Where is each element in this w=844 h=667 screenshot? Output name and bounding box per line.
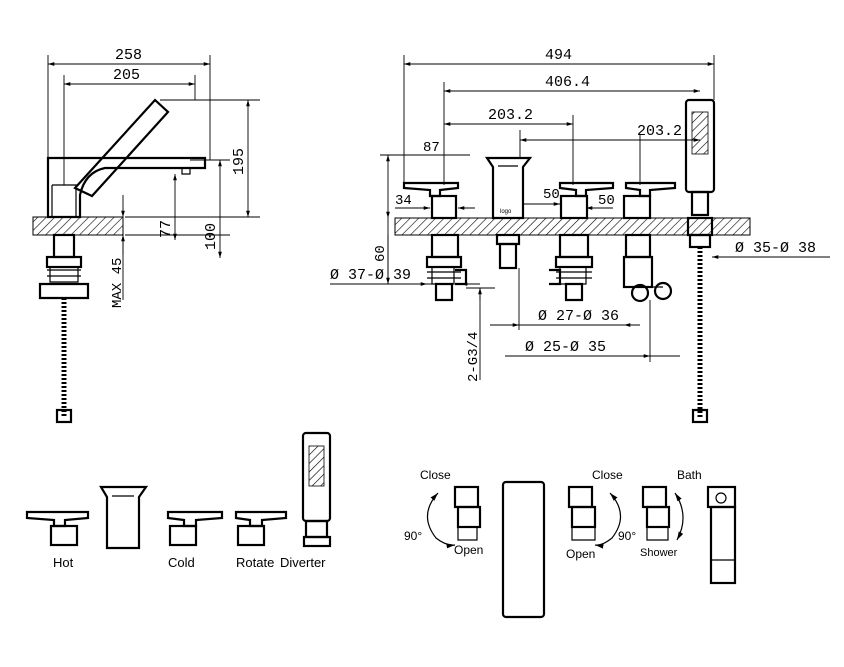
front-handles-span: 406.4 xyxy=(545,74,590,91)
side-spout-height: 100 xyxy=(203,223,220,250)
dia-valve: Ø 37-Ø 39 xyxy=(330,267,411,284)
components-row: Hot Cold Rotate Diverter xyxy=(25,431,332,570)
side-handshower xyxy=(73,98,170,198)
right-handle-top-icon xyxy=(567,485,597,541)
left-open-label: Open xyxy=(454,543,483,557)
svg-text:logo: logo xyxy=(500,209,512,215)
front-handle-depth: 34 xyxy=(395,193,412,209)
left-angle-label: 90° xyxy=(404,529,422,543)
cold-handle-icon xyxy=(166,510,224,547)
front-total: 494 xyxy=(545,47,572,64)
side-handle-height: 77 xyxy=(158,220,175,238)
front-hot-valve xyxy=(402,181,468,302)
side-max-deck: MAX 45 xyxy=(110,258,126,308)
diverter-handle-icon xyxy=(234,510,288,547)
diverter-rotation-arrow xyxy=(674,492,684,541)
dia-shower: Ø 35-Ø 38 xyxy=(735,240,816,257)
handshower-top-icon xyxy=(706,485,737,585)
side-width-total: 258 xyxy=(115,47,142,64)
front-deck-60: 60 xyxy=(373,245,389,262)
front-deck xyxy=(394,217,751,236)
side-spout-reach: 205 xyxy=(113,67,140,84)
front-spacing-right: 203.2 xyxy=(637,123,682,140)
left-handle-top-icon xyxy=(453,485,482,541)
front-view: logo xyxy=(330,47,830,424)
right-close-label: Close xyxy=(592,468,623,482)
right-open-label: Open xyxy=(566,547,595,561)
spout-top-icon xyxy=(501,480,546,619)
bath-label: Bath xyxy=(677,468,702,482)
label-cold: Cold xyxy=(168,555,195,570)
front-valve-50-left: 50 xyxy=(543,187,560,203)
front-cold-valve xyxy=(549,181,615,302)
hot-handle-icon xyxy=(25,510,90,547)
right-rotation-arrow xyxy=(594,492,622,549)
shower-label: Shower xyxy=(640,547,678,559)
front-valve-50-right: 50 xyxy=(598,193,615,209)
label-hot: Hot xyxy=(53,555,74,570)
right-angle-label: 90° xyxy=(618,529,636,543)
side-deck xyxy=(32,216,124,236)
front-diverter xyxy=(622,181,677,303)
operation-diagram: Close 90° Open Close Open 90° Bath Showe… xyxy=(404,468,737,619)
handshower-icon xyxy=(301,431,332,548)
side-view: 258 205 195 100 77 MAX 45 xyxy=(32,47,260,424)
label-diverter: Diverter xyxy=(280,555,326,570)
dia-spout-a: Ø 27-Ø 36 xyxy=(538,308,619,325)
dia-spout-b: Ø 25-Ø 35 xyxy=(525,339,606,356)
left-close-label: Close xyxy=(420,468,451,482)
front-spout: logo xyxy=(484,156,533,270)
side-spout xyxy=(46,156,207,219)
left-rotation-arrow xyxy=(426,492,456,549)
front-handle-height: 87 xyxy=(423,140,440,156)
diverter-top-icon xyxy=(641,485,671,541)
label-rotate: Rotate xyxy=(236,555,274,570)
side-height: 195 xyxy=(231,148,248,175)
spout-icon xyxy=(99,485,149,550)
front-handshower xyxy=(684,98,716,424)
front-spacing-left: 203.2 xyxy=(488,107,533,124)
connection-thread: 2-G3/4 xyxy=(466,332,482,382)
